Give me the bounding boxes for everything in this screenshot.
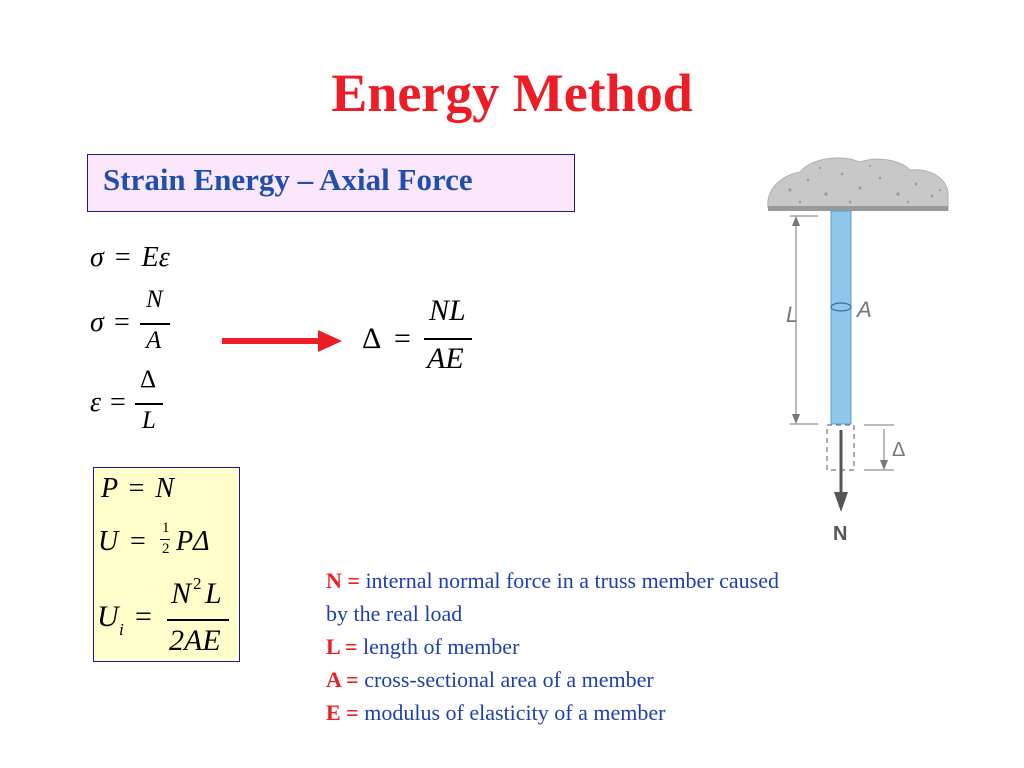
work-energy-box: [93, 467, 240, 662]
eq-lhs: σ: [90, 242, 104, 273]
definition-item: N = internal normal force in a truss mem…: [326, 564, 926, 597]
equation-internal-energy: U i = N 2 L 2AE: [97, 574, 237, 660]
equation-result: Δ = NL AE: [362, 294, 482, 384]
eq-denominator: 2AE: [169, 624, 221, 657]
length-label: L: [786, 302, 798, 327]
equation-load: P = N: [101, 473, 174, 505]
definition-text: internal normal force in a truss member …: [365, 568, 780, 593]
slide-subtitle: Strain Energy – Axial Force: [103, 162, 473, 197]
eq-op: =: [135, 600, 152, 633]
variable-definitions: N = internal normal force in a truss mem…: [326, 564, 926, 729]
cross-section-marker: [830, 302, 852, 312]
eq-numerator: N: [146, 286, 163, 313]
eq-op: =: [128, 473, 145, 504]
eq-numerator-exponent: 2: [193, 574, 202, 593]
half-denominator: 2: [162, 541, 170, 557]
half-numerator: 1: [162, 520, 170, 536]
axial-bar-figure: L A Δ N: [767, 157, 949, 545]
eq-subscript: i: [119, 620, 124, 639]
eq-denominator: AE: [427, 342, 464, 375]
implies-arrow-icon: [222, 330, 342, 352]
eq-lhs: σ: [90, 307, 104, 338]
eq-denominator: A: [146, 327, 162, 354]
definition-key: E =: [326, 700, 359, 725]
eq-numerator: Δ: [140, 366, 157, 393]
definition-item: E = modulus of elasticity of a member: [326, 696, 926, 729]
elongation-label: Δ: [892, 439, 905, 461]
eq-op: =: [394, 322, 411, 355]
definition-continuation: by the real load: [326, 601, 463, 626]
eq-numerator-base: N: [171, 577, 192, 610]
eq-rhs: Eε: [141, 242, 170, 273]
definition-key: A =: [326, 667, 359, 692]
bar: [830, 210, 852, 425]
definition-item: L = length of member: [326, 630, 926, 663]
slide-title: Energy Method: [331, 63, 693, 123]
eq-lhs: ε: [90, 387, 102, 418]
eq-op: =: [114, 242, 131, 273]
fraction-bar: [135, 403, 163, 405]
eq-numerator: NL: [429, 294, 466, 327]
equation-strain: ε = Δ L: [90, 366, 180, 438]
eq-op: =: [114, 307, 130, 338]
eq-op: =: [110, 387, 126, 418]
eq-numerator-tail: L: [205, 577, 222, 610]
eq-lhs: P: [101, 473, 118, 504]
definition-key: L =: [326, 634, 358, 659]
eq-rhs: N: [155, 473, 175, 504]
eq-lhs: U: [98, 526, 119, 557]
definition-text: cross-sectional area of a member: [364, 667, 654, 692]
equation-hooke: σ = Eε: [90, 242, 170, 274]
eq-lhs: U: [97, 600, 119, 633]
definition-item: A = cross-sectional area of a member: [326, 663, 926, 696]
concrete-support: [767, 157, 949, 211]
eq-op: =: [130, 526, 146, 557]
subtitle-box: [87, 154, 575, 212]
support-base: [768, 206, 948, 211]
force-label: N: [833, 523, 847, 545]
fraction-bar: [140, 323, 170, 325]
equation-work: U = 1 2 PΔ: [98, 520, 238, 570]
fraction-bar: [424, 338, 472, 340]
eq-lhs: Δ: [362, 322, 382, 355]
definition-text: length of member: [363, 634, 520, 659]
fraction-bar: [160, 539, 170, 540]
equation-stress: σ = N A: [90, 286, 180, 356]
area-label: A: [855, 297, 872, 322]
fraction-bar: [167, 619, 229, 621]
eq-rhs: PΔ: [176, 526, 210, 557]
definition-key: N =: [326, 568, 360, 593]
definition-text: modulus of elasticity of a member: [364, 700, 666, 725]
eq-denominator: L: [142, 407, 156, 434]
